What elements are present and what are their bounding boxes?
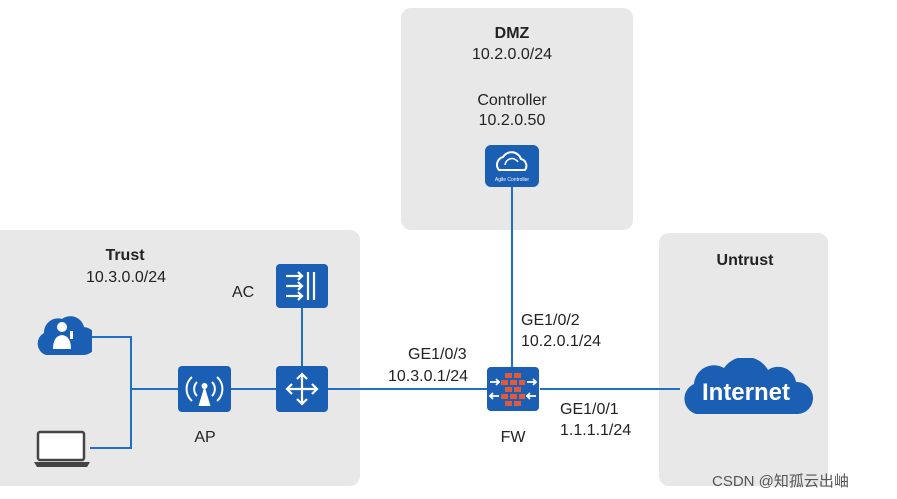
ge102-ip: 10.2.0.1/24 bbox=[521, 333, 602, 350]
ap-icon[interactable] bbox=[178, 366, 231, 417]
dmz-zone bbox=[401, 8, 633, 230]
user-cloud-icon[interactable] bbox=[34, 309, 98, 368]
dmz-zone-title: DMZ bbox=[494, 25, 530, 42]
controller-ip: 10.2.0.50 bbox=[478, 112, 546, 129]
untrust-zone-title: Untrust bbox=[716, 252, 774, 269]
ge102-name: GE1/0/2 bbox=[521, 312, 580, 329]
internet-cloud-icon[interactable]: Internet bbox=[676, 356, 816, 427]
laptop-icon[interactable] bbox=[34, 430, 92, 473]
ge101-ip: 1.1.1.1/24 bbox=[560, 422, 632, 439]
switch-icon[interactable] bbox=[276, 366, 328, 417]
link-hosts-bus bbox=[90, 336, 132, 449]
trust-zone-title: Trust bbox=[105, 247, 145, 264]
controller-label: Controller bbox=[477, 92, 547, 109]
dmz-zone-subnet: 10.2.0.0/24 bbox=[471, 46, 553, 63]
trust-zone-subnet: 10.3.0.0/24 bbox=[85, 269, 167, 286]
ap-label: AP bbox=[194, 429, 216, 446]
ac-label: AC bbox=[232, 284, 255, 301]
ac-icon[interactable] bbox=[276, 264, 328, 313]
controller-icon-text: Agile Controller bbox=[495, 177, 530, 183]
internet-label: Internet bbox=[702, 379, 790, 406]
agile-controller-icon[interactable]: Agile Controller bbox=[485, 145, 539, 192]
fw-label: FW bbox=[500, 429, 526, 446]
ge101-name: GE1/0/1 bbox=[560, 401, 619, 418]
ge103-ip: 10.3.0.1/24 bbox=[388, 368, 469, 385]
watermark: CSDN @知孤云出岫 bbox=[712, 473, 849, 490]
firewall-icon[interactable] bbox=[487, 367, 539, 416]
ge103-name: GE1/0/3 bbox=[408, 346, 467, 363]
